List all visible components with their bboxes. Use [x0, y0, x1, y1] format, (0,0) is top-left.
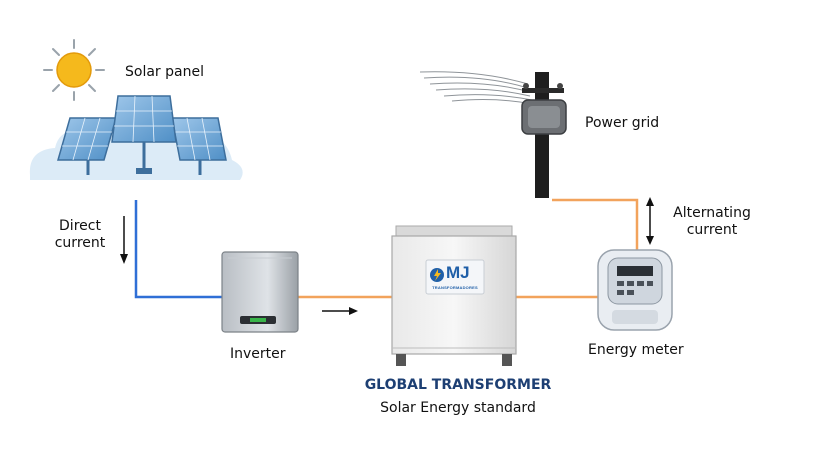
direct-current-line1: Direct [59, 218, 101, 234]
arrow-right-icon [322, 307, 358, 315]
arrow-updown-icon [646, 197, 654, 245]
direct-current-line2: current [54, 235, 106, 251]
transformer-subtitle: Solar Energy standard [380, 400, 536, 416]
energy-meter-icon [597, 249, 673, 331]
ac-wires [298, 198, 639, 299]
energy-meter-label: Energy meter [588, 342, 684, 358]
alternating-current-line2: current [686, 222, 738, 238]
transformer-icon [391, 225, 517, 366]
alternating-current-label: Alternating current [664, 205, 760, 239]
power-pole-icon [419, 71, 567, 198]
solar-panel-label: Solar panel [125, 64, 204, 80]
logo-plate [425, 259, 485, 295]
alternating-current-line1: Alternating [673, 205, 751, 221]
inverter-label: Inverter [230, 346, 286, 362]
sun-icon [43, 39, 105, 101]
logo-brand: MJ [446, 263, 470, 282]
transformer-title: GLOBAL TRANSFORMER [364, 377, 552, 393]
direct-current-label: Direct current [50, 218, 110, 252]
logo-tagline: TRANSFORMADORES [432, 285, 478, 290]
solar-panel-icon [29, 95, 243, 180]
arrow-down-icon [120, 216, 128, 264]
power-grid-label: Power grid [585, 115, 660, 131]
inverter-icon [221, 251, 299, 333]
dc-wire [134, 200, 222, 299]
